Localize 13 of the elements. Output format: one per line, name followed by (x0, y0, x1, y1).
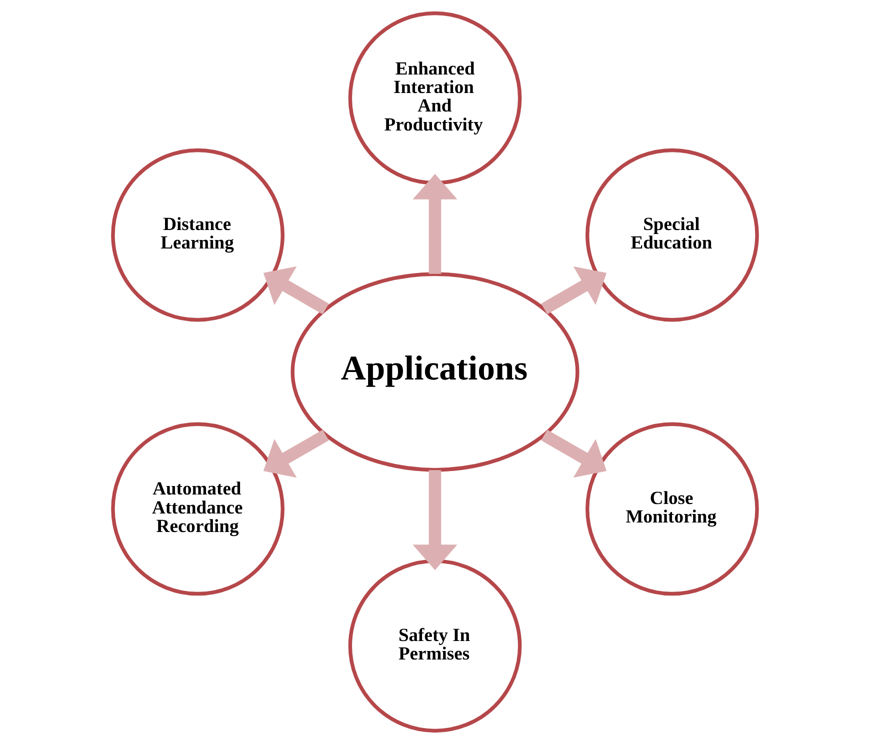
node-circle: Special Education (585, 148, 758, 322)
node-ellipse: Applications (290, 272, 579, 472)
node-circle: Close Monitoring (585, 422, 758, 596)
node-circle: Safety In Permises (348, 559, 522, 733)
arrow (262, 266, 328, 314)
node-circle: Enhanced Interation And Productivity (348, 11, 522, 185)
arrow (540, 266, 606, 314)
arrow (262, 430, 328, 478)
arrow (412, 470, 457, 570)
node-circle: Automated Attendance Recording (110, 422, 284, 596)
node-circle: Distance Learning (110, 148, 284, 322)
arrow (540, 430, 606, 478)
arrow (412, 174, 457, 274)
